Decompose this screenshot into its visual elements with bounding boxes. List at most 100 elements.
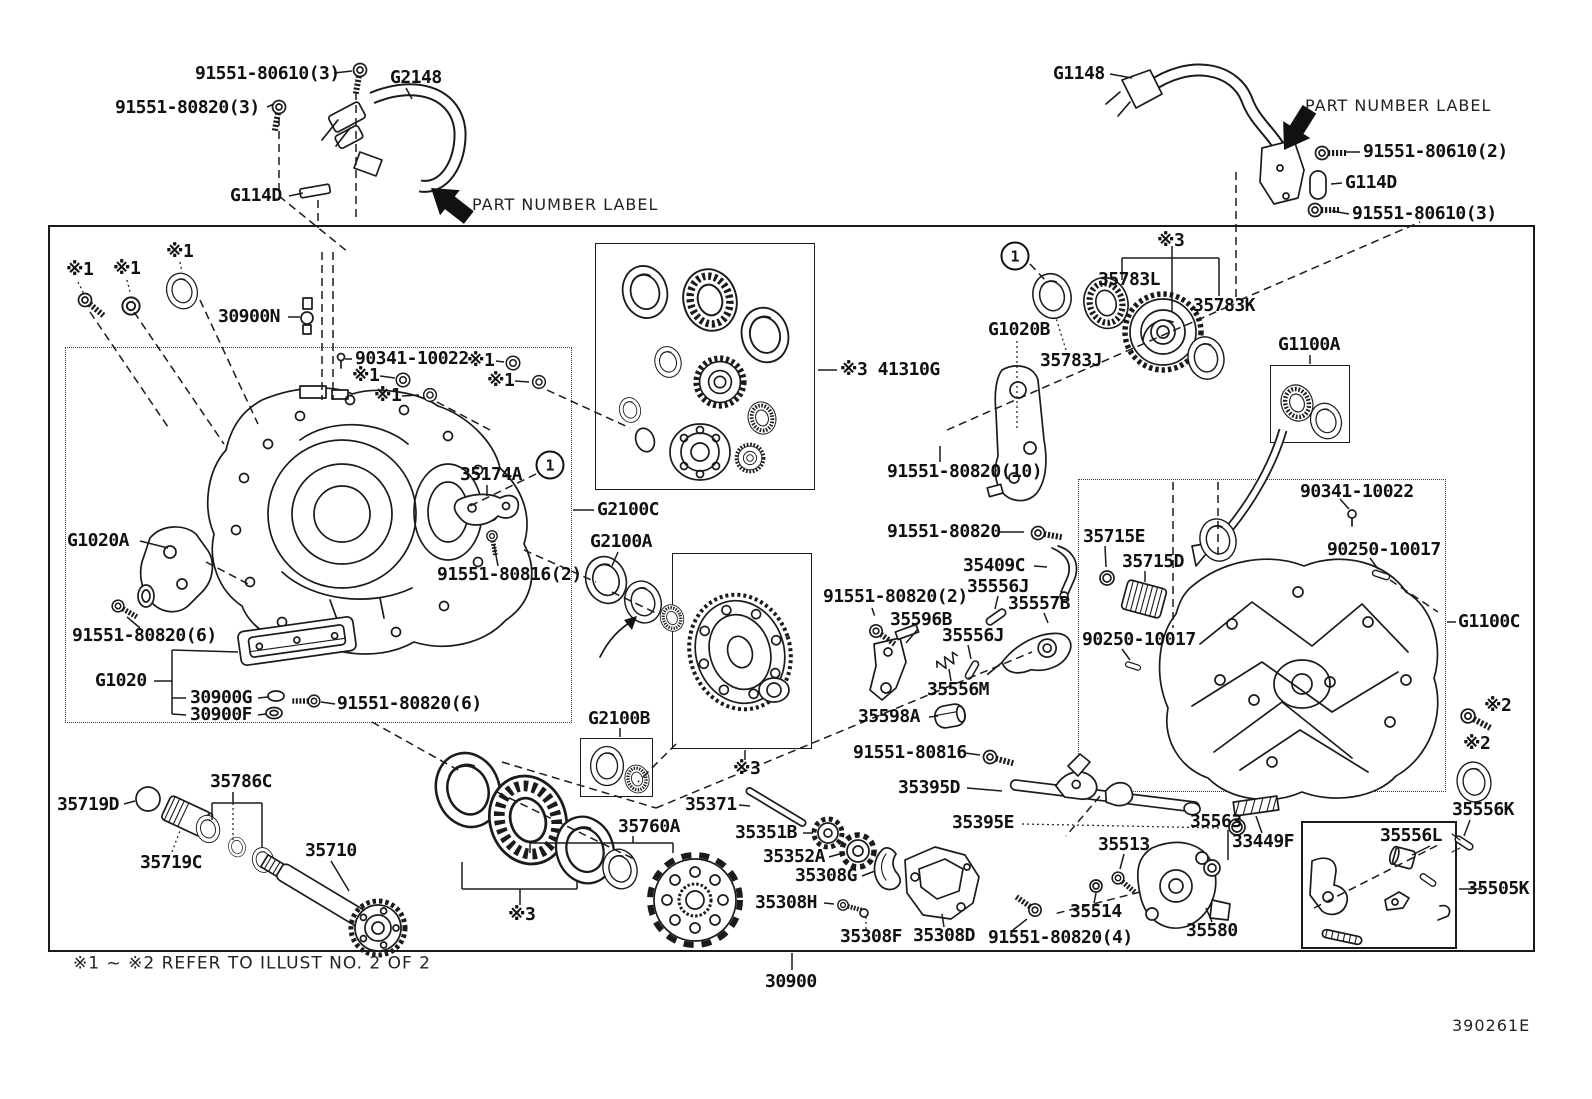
part-label: 35308D — [913, 925, 976, 947]
part-label: 30900G — [190, 687, 253, 709]
part-label: ※3 — [508, 904, 536, 926]
part-label: PART NUMBER LABEL — [472, 195, 659, 215]
connector-line — [330, 860, 350, 892]
part-label: 35715D — [1122, 551, 1185, 573]
kickdown-kit-drawing — [1309, 707, 1494, 946]
part-label: ※1 — [374, 385, 402, 407]
part-label: 91551-80816 — [853, 742, 967, 764]
callout-circle: 1 — [1000, 241, 1030, 271]
connector-line — [496, 791, 637, 861]
part-label: 35786C — [210, 771, 273, 793]
part-label: PART NUMBER LABEL — [1305, 96, 1492, 116]
differential-kit-box — [595, 243, 815, 490]
connector-line — [611, 551, 619, 567]
connector-line — [288, 192, 304, 197]
part-label: 35371 — [685, 794, 737, 816]
part-label: ※3 — [733, 758, 761, 780]
part-label: 35598A — [858, 706, 921, 728]
part-label: 35556K — [1452, 799, 1515, 821]
part-label: G1100C — [1458, 611, 1521, 633]
connector-line — [1021, 823, 1223, 829]
connector-line — [495, 360, 505, 363]
part-label: 35395E — [952, 812, 1015, 834]
part-label: 35563 — [1190, 811, 1242, 833]
connector-line — [436, 401, 491, 431]
part-label: 91551-80610(3) — [1352, 203, 1497, 225]
connector-line — [1093, 892, 1097, 904]
part-label: G2100C — [597, 499, 660, 521]
part-label: 35556L — [1380, 825, 1443, 847]
connector-line — [941, 913, 945, 928]
left-group-frame — [65, 347, 572, 723]
connector-line — [257, 713, 267, 716]
part-label: 35557B — [1008, 593, 1071, 615]
connector-line — [1389, 579, 1439, 613]
selector-parts-drawing — [867, 525, 1078, 769]
diff-case-flange-drawing — [647, 852, 743, 948]
g1100a-box — [1270, 365, 1350, 443]
part-label: ※2 — [1484, 695, 1512, 717]
oil-pan-plate-drawing — [237, 616, 357, 720]
connector-line — [139, 540, 169, 549]
g2100a-seals-drawing — [578, 550, 690, 658]
connector-line — [501, 761, 657, 809]
part-label: 390261E — [1452, 1016, 1531, 1036]
connector-line — [179, 261, 183, 273]
part-label: G1020A — [67, 530, 130, 552]
connector-line — [77, 281, 85, 295]
part-label: 35710 — [305, 840, 357, 862]
connector-line — [171, 827, 182, 853]
right-harness-drawing — [1105, 63, 1346, 217]
part-label: 35395D — [898, 777, 961, 799]
part-label: 35556J — [942, 625, 1005, 647]
oil-pump-drawing — [1089, 795, 1280, 929]
part-label: 35715E — [1083, 526, 1146, 548]
connector-line — [964, 752, 981, 756]
part-label: G114D — [230, 185, 282, 207]
connector-line — [546, 389, 631, 429]
connector-line — [333, 70, 353, 74]
connector-line — [199, 299, 259, 425]
bearing-35783-drawing — [1027, 268, 1229, 384]
connector-line — [171, 713, 187, 716]
connector-line — [126, 279, 131, 293]
g1020a-bracket-drawing — [110, 526, 214, 622]
connector-line — [523, 549, 597, 583]
connector-line — [1463, 819, 1471, 837]
connector-line — [1109, 73, 1133, 79]
part-label: 35514 — [1070, 901, 1122, 923]
part-label: G2100B — [588, 708, 651, 730]
connector-line — [493, 544, 499, 567]
part-label: 35580 — [1186, 920, 1238, 942]
part-label: 35352A — [763, 846, 826, 868]
part-label: G1020B — [988, 319, 1051, 341]
transaxle-case-drawing — [207, 385, 533, 655]
connector-line — [994, 595, 999, 610]
part-label: ※1 — [166, 241, 194, 263]
part-label: G1020 — [95, 670, 147, 692]
connector-line — [1255, 815, 1263, 834]
part-label: 30900 — [765, 971, 817, 993]
part-label: 35308F — [840, 926, 903, 948]
connector-line — [1012, 918, 1028, 931]
part-label: ※1 — [113, 258, 141, 280]
part-label: 91551-80816(2) — [437, 564, 582, 586]
part-label: ※1 — [352, 365, 380, 387]
connector-line — [379, 375, 396, 379]
part-label: 35760A — [618, 816, 681, 838]
connector-line — [1065, 795, 1101, 837]
part-label: 90250-10017 — [1327, 539, 1441, 561]
connector-line — [946, 303, 1235, 431]
part-label: 91551-80820(6) — [72, 625, 217, 647]
connector-line — [611, 591, 659, 615]
part-label: 91551-80820(10) — [887, 461, 1043, 483]
connector-line — [320, 701, 336, 705]
part-label: 91551-80610(3) — [195, 63, 340, 85]
connector-line — [278, 195, 349, 253]
connector-line — [266, 103, 275, 108]
part-label: 35719D — [57, 794, 120, 816]
part-label: 35174A — [460, 464, 523, 486]
gear-35308-drawing — [811, 816, 1044, 919]
differential-drawing — [687, 592, 793, 712]
